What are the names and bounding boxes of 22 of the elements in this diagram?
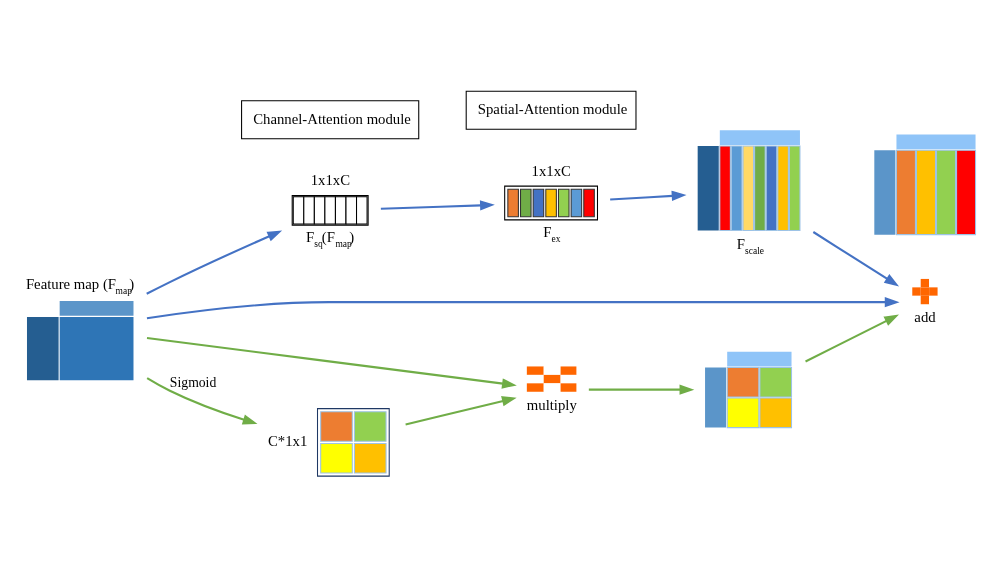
arrow <box>805 314 899 362</box>
node-label: F$_{sq}$(F$_{map}$) <box>305 228 355 249</box>
arrow <box>380 199 495 211</box>
arrow <box>588 383 695 395</box>
arrow <box>146 336 517 389</box>
arrow <box>812 230 900 286</box>
node-label: multiply <box>526 396 577 413</box>
node-label: add <box>914 308 936 325</box>
node-label: F$_{ex}$ <box>543 223 561 244</box>
arrow <box>146 296 900 319</box>
node-label: F$_{scale}$ <box>736 235 765 256</box>
node-label: 1x1xC <box>310 171 350 188</box>
node-label: 1x1xC <box>531 162 571 179</box>
arrow <box>146 230 283 295</box>
edge-label: Sigmoid <box>169 374 217 390</box>
arrow <box>610 190 687 201</box>
node-box: Spatial-Attention module <box>465 90 637 130</box>
node-label: C*1x1 <box>267 432 308 449</box>
node-box: Channel-Attention module <box>241 99 420 139</box>
arrow <box>146 376 258 424</box>
node-label: Feature map (F$_{map}$) <box>25 275 135 296</box>
arrow <box>405 395 517 425</box>
